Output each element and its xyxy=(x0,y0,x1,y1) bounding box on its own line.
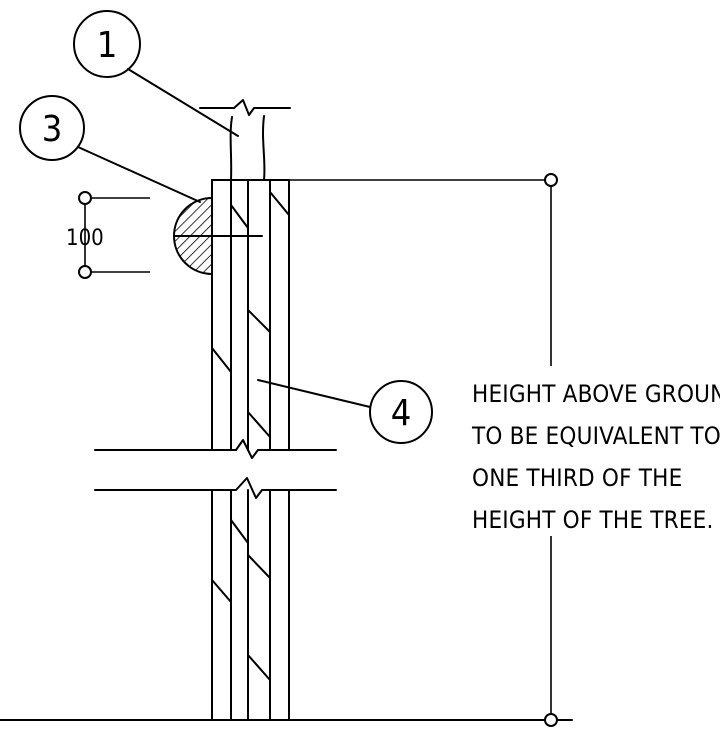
note-line-3: ONE THIRD OF THE xyxy=(472,464,682,492)
note-line-4: HEIGHT OF THE TREE. xyxy=(472,506,714,534)
callout-1-label: 1 xyxy=(97,25,118,66)
callout-3-label: 3 xyxy=(42,109,63,150)
height-dimension xyxy=(289,173,558,727)
note-line-2: TO BE EQUIVALENT TO xyxy=(471,422,720,450)
tie-dimension: 100 xyxy=(66,191,150,279)
callout-1: 1 xyxy=(73,10,239,137)
stake-lower xyxy=(211,489,290,721)
tree-trunk xyxy=(199,99,291,181)
break-lines xyxy=(94,439,337,499)
stake-upper xyxy=(211,179,290,451)
note-line-1: HEIGHT ABOVE GROUND xyxy=(472,380,720,408)
dimension-value: 100 xyxy=(66,226,104,251)
height-note: HEIGHT ABOVE GROUND TO BE EQUIVALENT TO … xyxy=(471,380,720,534)
callout-4: 4 xyxy=(257,379,433,444)
callout-4-label: 4 xyxy=(391,393,412,434)
callout-3: 3 xyxy=(19,95,201,203)
